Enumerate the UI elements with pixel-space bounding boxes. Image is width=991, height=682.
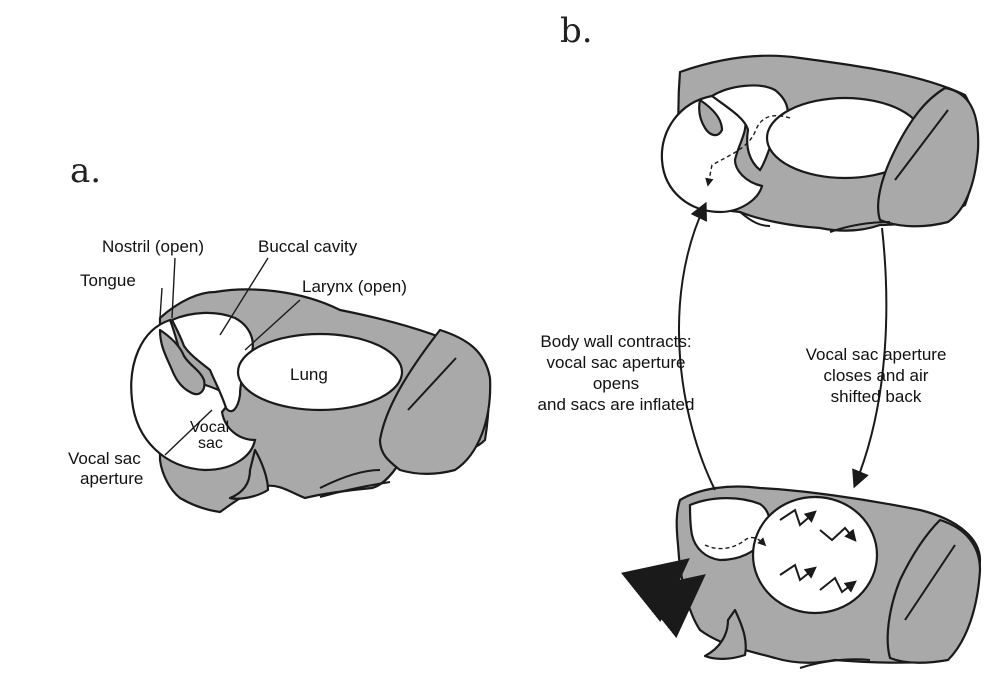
contraction-arrow-1 [650,566,680,590]
caption-left-line-1: Body wall contracts: [540,332,691,351]
label-larynx: Larynx (open) [302,277,407,296]
panel-b-letter: b. [560,11,593,51]
frog-b-top [662,56,978,232]
label-tongue: Tongue [80,271,136,290]
label-nostril: Nostril (open) [102,237,204,256]
label-buccal-cavity: Buccal cavity [258,237,358,256]
caption-right-line-1: Vocal sac aperture [806,345,947,364]
caption-right: Vocal sac aperture closes and air shifte… [806,345,947,406]
caption-left: Body wall contracts: vocal sac aperture … [538,332,695,414]
caption-left-line-3: opens [593,374,639,393]
panel-a-letter: a. [70,151,101,191]
frog-a: Nostril (open) Buccal cavity Tongue Lary… [68,237,490,512]
frog-b-bottom-lung [753,497,877,613]
caption-left-line-2: vocal sac aperture [547,353,686,372]
caption-right-line-3: shifted back [831,387,922,406]
caption-left-line-4: and sacs are inflated [538,395,695,414]
label-vocal-sac-1: Vocal [190,419,229,436]
label-vocal-sac-2: sac [198,435,223,452]
label-lung: Lung [290,365,328,384]
label-aperture-2: aperture [80,469,143,488]
label-aperture-1: Vocal sac [68,449,141,468]
leader-tongue [160,288,162,318]
frog-b-bottom [650,487,980,669]
caption-right-line-2: closes and air [824,366,929,385]
